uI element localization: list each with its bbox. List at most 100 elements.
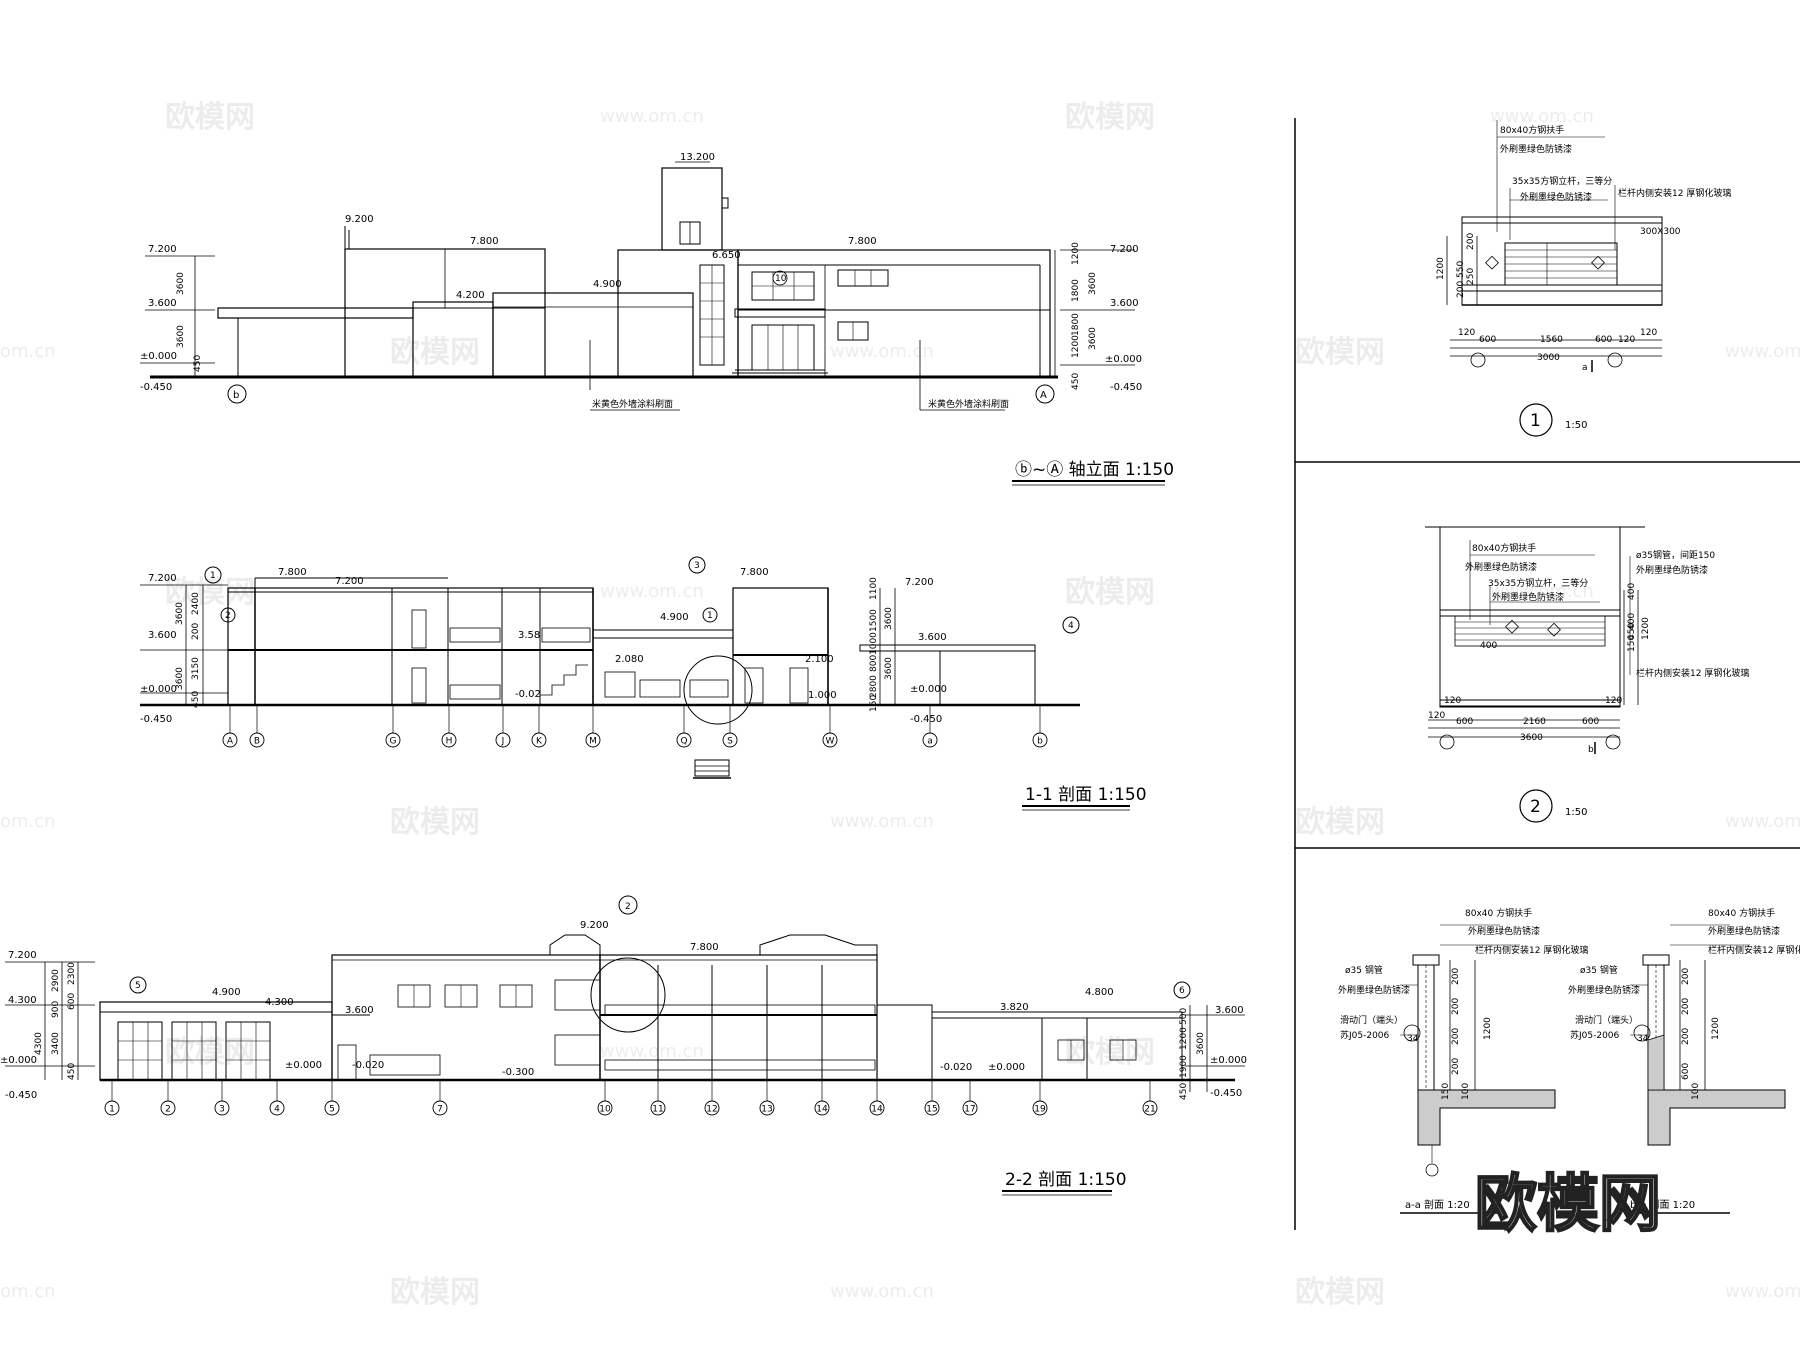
section22-axis-bubble xyxy=(1142,1100,1158,1116)
elevation-note: 米黄色外墙涂料刷面 xyxy=(928,398,1009,410)
detail1-dim-h: 600 xyxy=(1595,335,1612,345)
section22-axis-label: 14 xyxy=(816,1105,828,1115)
section11-dim: 3150 xyxy=(191,657,201,680)
detail1-dim-v: 550 xyxy=(1456,261,1466,278)
detailA-note: 34 xyxy=(1407,1034,1419,1044)
detailB-dim: 200 xyxy=(1681,968,1691,985)
detail2-note: ø35钢管，间距150 xyxy=(1636,549,1715,561)
detail2-dim-v: 400 xyxy=(1480,641,1497,651)
section22-axis-bubble xyxy=(1032,1100,1048,1116)
detail2-dim-v: 400 xyxy=(1627,583,1637,600)
section22-ref: 5 xyxy=(135,981,141,991)
elevation-level: 7.200 xyxy=(148,244,177,255)
detailA-note: 外刷墨绿色防锈漆 xyxy=(1338,984,1410,996)
detailB-note: 滑动门（端头） xyxy=(1575,1014,1638,1026)
section22-axis-label: 10 xyxy=(599,1105,611,1115)
section22-axis-bubble xyxy=(214,1100,230,1116)
section22-level: 3.820 xyxy=(1000,1002,1029,1013)
section11-axis-bubble xyxy=(385,732,401,748)
section11-axis-label: A xyxy=(227,737,234,747)
detail1-glass-panel xyxy=(1504,242,1618,286)
detail2-dim-v: 400 xyxy=(1627,613,1637,630)
section22-level: 4.300 xyxy=(8,995,37,1006)
elevation-axis-left: b xyxy=(233,390,239,401)
section22-axis-bubble xyxy=(869,1100,885,1116)
section22-level: 3.600 xyxy=(1215,1005,1244,1016)
section22-level: 3.600 xyxy=(345,1005,374,1016)
detailB-dim: 200 xyxy=(1681,1028,1691,1045)
elevation-level-13200: 13.200 xyxy=(680,152,715,163)
section22-axis-label: 15 xyxy=(926,1105,937,1115)
section11-dim: 3600 xyxy=(175,667,185,690)
watermark-url: www.om.cn xyxy=(600,581,704,602)
garage-doors xyxy=(117,1021,271,1081)
detail2-dim-h: 120 xyxy=(1605,696,1622,706)
section11-dim: 2400 xyxy=(191,592,201,615)
detail1-note: 35x35方钢立杆，三等分 xyxy=(1512,175,1612,187)
section22-axis-label: 13 xyxy=(761,1105,772,1115)
elevation-level: -0.450 xyxy=(140,382,172,393)
watermark-brand: 欧模网 xyxy=(1295,1275,1385,1310)
detailA-dim: 200 xyxy=(1451,1058,1461,1075)
watermark-url-short: om.cn xyxy=(0,811,56,832)
section11-title: 1-1 剖面 1:150 xyxy=(1025,785,1147,805)
elevation-level: 7.800 xyxy=(470,236,499,247)
section11-level: -0.450 xyxy=(910,714,942,725)
section22-level: -0.450 xyxy=(1210,1088,1242,1099)
detail2-label: 2 xyxy=(1530,797,1541,817)
section11-level: 2.100 xyxy=(805,654,834,665)
section22-axis-label: 5 xyxy=(329,1105,335,1115)
elevation-level: 3.600 xyxy=(1110,298,1139,309)
section11-ref: 2 xyxy=(225,611,231,621)
section22-ref: 6 xyxy=(1179,986,1185,996)
section22-level: ±0.000 xyxy=(988,1062,1025,1073)
section11-dim: 3600 xyxy=(884,607,894,630)
section11-axis-bubble xyxy=(495,732,511,748)
elevation-level: 9.200 xyxy=(345,214,374,225)
section11-axis-label: B xyxy=(254,737,260,747)
elevation-dim: 1200 xyxy=(1071,242,1081,265)
section11-axis-label: S xyxy=(727,737,733,747)
section22-axis-label: 21 xyxy=(1144,1105,1155,1115)
section11-level: ±0.000 xyxy=(140,684,177,695)
elevation-dim: 3600 xyxy=(1088,327,1098,350)
section22-dim: 1200 xyxy=(1179,1027,1189,1050)
detailA-dim: 150 xyxy=(1441,1083,1451,1100)
detail2-dim-h: 120 xyxy=(1428,711,1445,721)
elevation-level: 7.200 xyxy=(1110,244,1139,255)
elevation-axis-right: A xyxy=(1040,390,1047,401)
detail1-note: 外刷墨绿色防锈漆 xyxy=(1520,191,1592,203)
detailA-note: 滑动门（端头） xyxy=(1340,1014,1403,1026)
section22-axis-label: 7 xyxy=(437,1105,443,1115)
section11-axis-bubble xyxy=(531,732,547,748)
detail2-scale: 1:50 xyxy=(1565,807,1587,818)
section11-level: 3.600 xyxy=(148,630,177,641)
section11-axis-label: K xyxy=(536,737,543,747)
elevation-drawing: 10 13.200 9.200 7.800 7.800 6.650 4.900 … xyxy=(140,152,1174,486)
detailB-note: 80x40 方钢扶手 xyxy=(1708,907,1775,919)
section22-axis-bubble xyxy=(160,1100,176,1116)
section11-level: 2.080 xyxy=(615,654,644,665)
detailA-dim: 100 xyxy=(1461,1083,1471,1100)
detailB-dim: 1200 xyxy=(1711,1017,1721,1040)
detailA-note: 80x40 方钢扶手 xyxy=(1465,907,1532,919)
section22-axis-bubble xyxy=(104,1100,120,1116)
watermark-brand: 欧模网 xyxy=(1295,805,1385,840)
watermark-brand: 欧模网 xyxy=(1065,100,1155,135)
section22-axis-bubble xyxy=(759,1100,775,1116)
section22-axis-label: 3 xyxy=(219,1105,225,1115)
section22-dim: 3400 xyxy=(51,1032,61,1055)
section11-dim: 150 xyxy=(869,695,879,712)
detail-b-b-drawing: 80x40 方钢扶手 外刷墨绿色防锈漆 栏杆内侧安装12 厚钢化玻璃 ø35 钢… xyxy=(1568,907,1800,1214)
section11-level: 7.800 xyxy=(278,567,307,578)
section11-axis-label: W xyxy=(826,737,835,747)
watermark-url: www.om.cn xyxy=(600,106,704,127)
detailB-dim: 100 xyxy=(1691,1083,1701,1100)
watermark-url-short: om.cn xyxy=(0,1281,56,1302)
section22-level: ±0.000 xyxy=(0,1055,37,1066)
section22-axis-label: 1 xyxy=(109,1105,115,1115)
detail2-note: 外刷墨绿色防锈漆 xyxy=(1492,591,1564,603)
section11-axis-bubble xyxy=(249,732,265,748)
detailA-note: ø35 钢管 xyxy=(1345,964,1383,976)
